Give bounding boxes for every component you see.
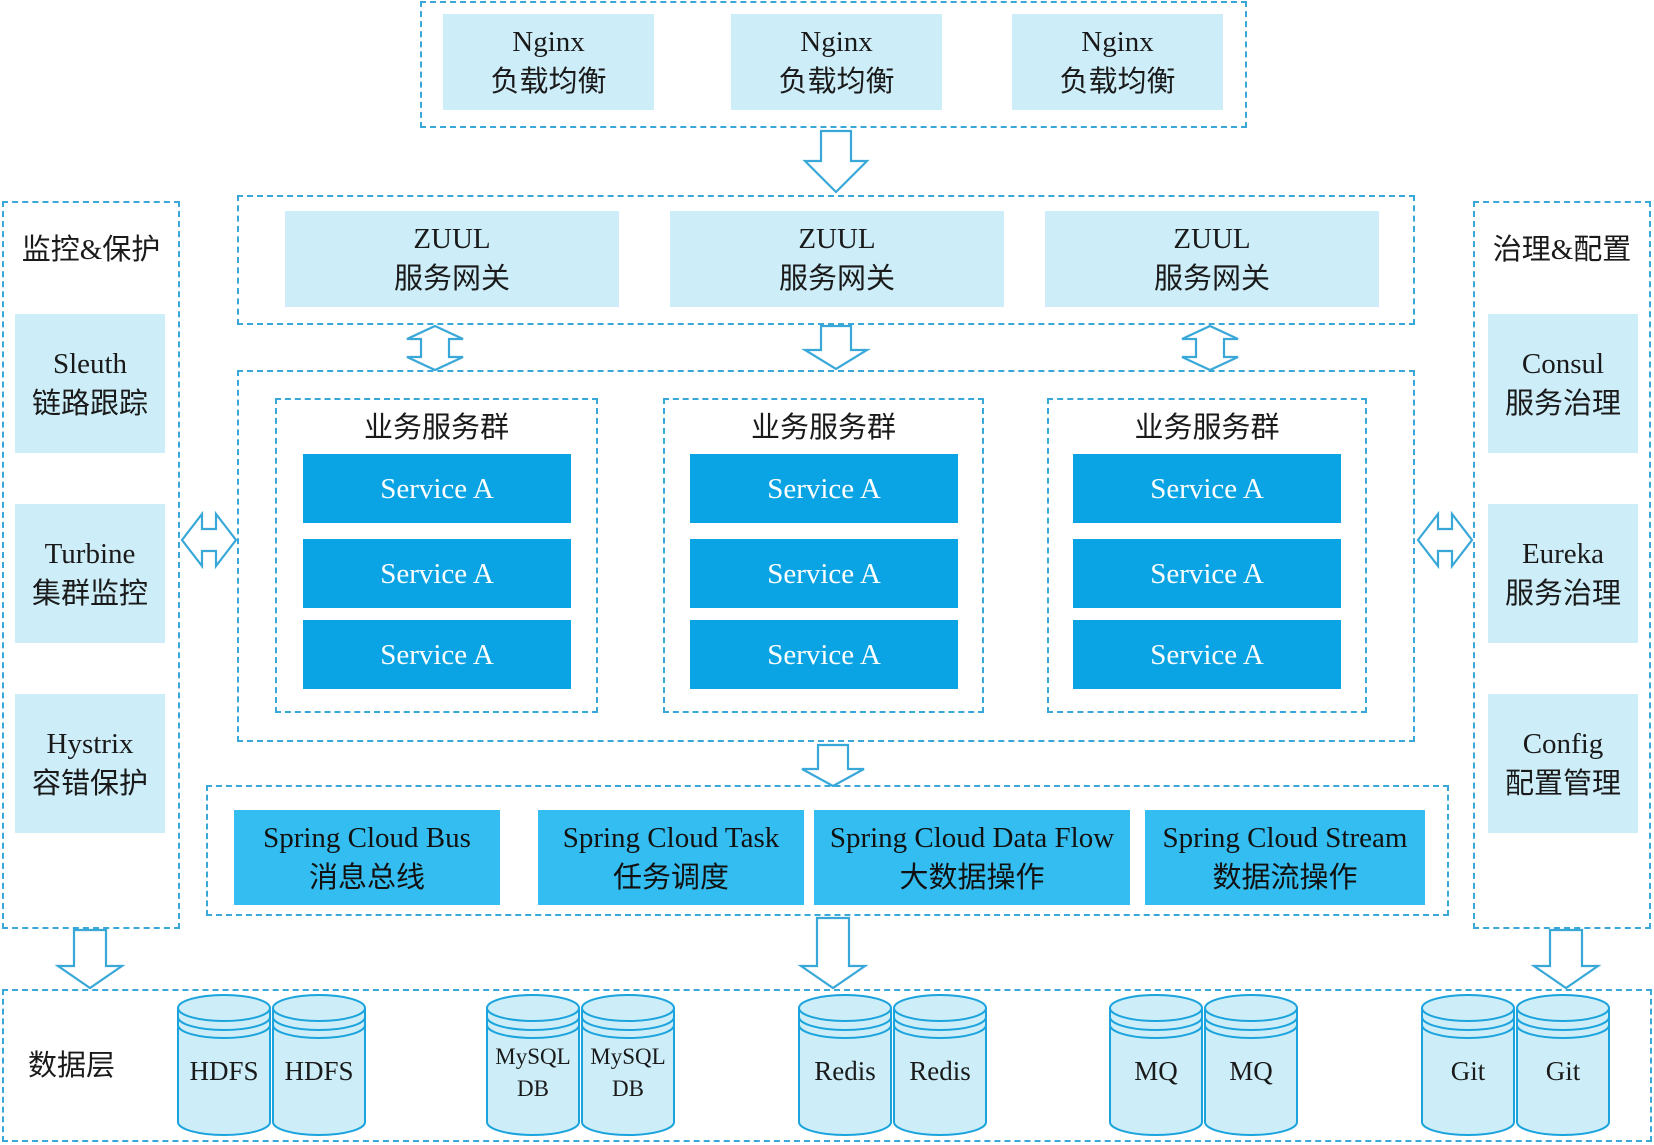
governance-item-name: Consul [1521, 347, 1605, 380]
gateway-layer [237, 195, 1415, 325]
horizontal-double-arrow-icon [1416, 510, 1474, 570]
nginx-name: Nginx [512, 26, 585, 58]
spring-desc: 任务调度 [612, 861, 729, 894]
governance-item: Eureka 服务治理 [1488, 504, 1638, 643]
governance-item: Config 配置管理 [1488, 694, 1638, 833]
zuul-box: ZUUL 服务网关 [1045, 211, 1379, 307]
data-layer-title: 数据层 [28, 1050, 116, 1082]
governance-item-desc: 服务治理 [1504, 577, 1621, 610]
governance-panel [1473, 201, 1651, 929]
down-arrow-icon [802, 129, 870, 194]
data-layer [2, 989, 1652, 1142]
service-name: Service A [380, 557, 494, 590]
monitor-title: 监控&保护 [21, 234, 161, 266]
monitor-item: Sleuth 链路跟踪 [15, 314, 165, 453]
nginx-box: Nginx 负载均衡 [443, 14, 654, 110]
zuul-box: ZUUL 服务网关 [670, 211, 1004, 307]
monitor-item-desc: 集群监控 [31, 577, 148, 610]
service-box: Service A [690, 539, 958, 608]
nginx-name: Nginx [1081, 26, 1154, 58]
spring-box: Spring Cloud Data Flow 大数据操作 [814, 810, 1130, 905]
service-name: Service A [767, 557, 881, 590]
spring-box: Spring Cloud Stream 数据流操作 [1145, 810, 1425, 905]
down-arrow-icon [801, 324, 871, 371]
zuul-name: ZUUL [798, 223, 876, 255]
service-group [663, 398, 984, 713]
down-arrow-icon [797, 916, 869, 990]
horizontal-double-arrow-icon [180, 510, 238, 570]
nginx-name: Nginx [800, 26, 873, 58]
down-arrow-icon [801, 743, 865, 788]
service-group [1047, 398, 1367, 713]
service-box: Service A [1073, 539, 1341, 608]
spring-name: Spring Cloud Task [562, 821, 780, 854]
service-name: Service A [767, 472, 881, 505]
monitor-item-desc: 链路跟踪 [31, 387, 148, 420]
service-box: Service A [1073, 620, 1341, 689]
spring-desc: 大数据操作 [899, 861, 1045, 894]
service-name: Service A [1150, 472, 1264, 505]
governance-item: Consul 服务治理 [1488, 314, 1638, 453]
service-box: Service A [690, 620, 958, 689]
monitor-item-desc: 容错保护 [31, 767, 148, 800]
monitor-item-name: Sleuth [52, 347, 128, 380]
service-name: Service A [767, 638, 881, 671]
service-box: Service A [1073, 454, 1341, 523]
nginx-box: Nginx 负载均衡 [1012, 14, 1223, 110]
monitor-item-name: Turbine [44, 537, 136, 570]
zuul-box: ZUUL 服务网关 [285, 211, 619, 307]
service-name: Service A [1150, 557, 1264, 590]
service-name: Service A [380, 638, 494, 671]
nginx-desc: 负载均衡 [490, 66, 607, 98]
vertical-double-arrow-icon [406, 324, 464, 372]
zuul-desc: 服务网关 [1153, 263, 1270, 295]
governance-item-desc: 服务治理 [1504, 387, 1621, 420]
down-arrow-icon [1530, 928, 1602, 990]
nginx-desc: 负载均衡 [1059, 66, 1176, 98]
services-layer [237, 370, 1415, 742]
spring-name: Spring Cloud Data Flow [829, 821, 1115, 854]
service-group-title: 业务服务群 [1134, 412, 1280, 444]
nginx-layer [420, 1, 1247, 128]
service-box: Service A [303, 620, 571, 689]
governance-title: 治理&配置 [1492, 234, 1632, 266]
monitor-item-name: Hystrix [46, 727, 134, 760]
service-name: Service A [380, 472, 494, 505]
nginx-box: Nginx 负载均衡 [731, 14, 942, 110]
spring-name: Spring Cloud Stream [1162, 821, 1408, 854]
zuul-desc: 服务网关 [393, 263, 510, 295]
service-group-title: 业务服务群 [363, 412, 509, 444]
spring-desc: 消息总线 [308, 861, 425, 894]
monitor-item: Hystrix 容错保护 [15, 694, 165, 833]
governance-item-name: Config [1522, 727, 1604, 760]
governance-item-name: Eureka [1521, 537, 1605, 570]
service-box: Service A [690, 454, 958, 523]
zuul-name: ZUUL [413, 223, 491, 255]
governance-item-desc: 配置管理 [1504, 767, 1621, 800]
vertical-double-arrow-icon [1181, 324, 1239, 372]
service-name: Service A [1150, 638, 1264, 671]
monitor-item: Turbine 集群监控 [15, 504, 165, 643]
spring-desc: 数据流操作 [1212, 861, 1358, 894]
nginx-desc: 负载均衡 [778, 66, 895, 98]
spring-box: Spring Cloud Task 任务调度 [538, 810, 804, 905]
zuul-desc: 服务网关 [778, 263, 895, 295]
spring-name: Spring Cloud Bus [263, 821, 471, 854]
zuul-name: ZUUL [1173, 223, 1251, 255]
down-arrow-icon [54, 928, 126, 990]
monitor-panel [2, 201, 180, 929]
service-group-title: 业务服务群 [750, 412, 896, 444]
service-box: Service A [303, 454, 571, 523]
service-box: Service A [303, 539, 571, 608]
spring-box: Spring Cloud Bus 消息总线 [234, 810, 500, 905]
service-group [275, 398, 598, 713]
